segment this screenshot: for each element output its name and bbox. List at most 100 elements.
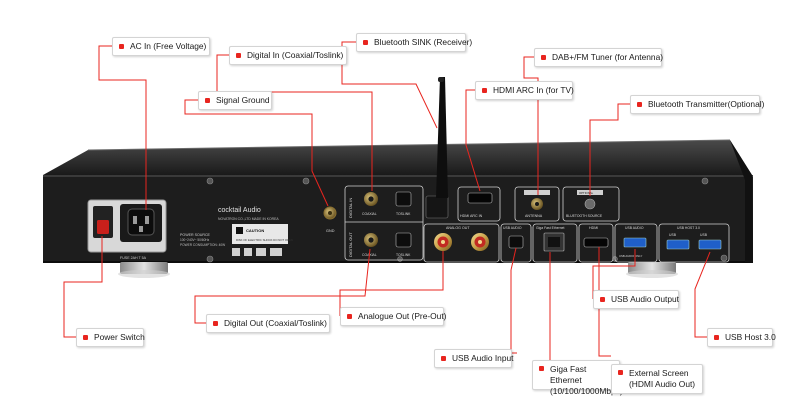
caution-text: CAUTION bbox=[246, 228, 264, 233]
callout-ext-line2: (HDMI Audio Out) bbox=[629, 379, 696, 389]
callout-bt-sink: Bluetooth SINK (Receiver) bbox=[356, 33, 473, 52]
bullet-icon bbox=[618, 370, 623, 375]
callout-digital-in: Digital In (Coaxial/Toslink) bbox=[229, 46, 347, 65]
ac-inlet bbox=[127, 208, 155, 236]
hdmi-label: HDMI bbox=[589, 226, 598, 230]
analog-out-panel bbox=[423, 223, 500, 263]
callout-analogue-out: Analogue Out (Pre-Out) bbox=[340, 307, 447, 326]
chassis-top bbox=[43, 140, 752, 175]
bt-antenna bbox=[436, 77, 448, 198]
callout-digital-out: Digital Out (Coaxial/Toslink) bbox=[206, 314, 330, 333]
caution-label bbox=[232, 224, 288, 244]
bt-source-panel bbox=[562, 186, 620, 222]
callout-usb-host-label: USB Host 3.0 bbox=[725, 332, 776, 342]
bullet-icon bbox=[482, 88, 487, 93]
antenna-label: ANTENNA bbox=[525, 214, 543, 218]
power-spec-label: 100~240V~ 50/60Hz bbox=[180, 238, 210, 242]
callout-giga-line2: (10/100/1000Mbps) bbox=[550, 386, 623, 396]
antenna-panel bbox=[514, 186, 560, 222]
optional-label: OPTIONAL bbox=[579, 191, 594, 195]
bullet-icon bbox=[600, 297, 605, 302]
callout-hdmi-arc-in-label: HDMI ARC In (for TV) bbox=[493, 85, 574, 95]
bullet-icon bbox=[236, 53, 241, 58]
svg-text:RISK OF ELECTRIC SHOCK DO NOT: RISK OF ELECTRIC SHOCK DO NOT OPEN bbox=[236, 238, 293, 242]
digital-in-title: DIGITAL IN bbox=[348, 198, 353, 218]
usb-audio-in-label: USB AUDIO bbox=[503, 226, 522, 230]
bullet-icon bbox=[637, 102, 642, 107]
coaxial-in-label: COAXIAL bbox=[362, 212, 377, 216]
bullet-icon bbox=[213, 321, 218, 326]
power-source-label: POWER SOURCE bbox=[180, 233, 211, 237]
bullet-icon bbox=[205, 98, 210, 103]
callout-signal-ground-label: Signal Ground bbox=[216, 95, 270, 105]
bt-source-jack bbox=[584, 198, 596, 210]
usb-audio-out-label: USB AUDIO bbox=[625, 226, 644, 230]
callout-power-switch: Power Switch bbox=[76, 328, 145, 347]
callout-usb-audio-input-label: USB Audio Input bbox=[452, 353, 514, 363]
usb-audio-out-port bbox=[623, 237, 647, 248]
hdmi-port bbox=[583, 237, 609, 248]
callout-dab-fm: DAB+/FM Tuner (for Antenna) bbox=[534, 48, 664, 67]
usb-b-port bbox=[508, 235, 524, 249]
toslink-out-label: TOSLINK bbox=[396, 253, 411, 257]
callout-ext-line1: External Screen bbox=[629, 368, 689, 378]
power-consumption-label: POWER CONSUMPTION: 40W bbox=[180, 243, 225, 247]
bullet-icon bbox=[541, 55, 546, 60]
hdmi-arc-in-label: HDMI ARC IN bbox=[460, 214, 483, 218]
giga-ethernet-label: Giga Fast Ethernet bbox=[536, 226, 565, 230]
bullet-icon bbox=[119, 44, 124, 49]
callout-ac-in: AC In (Free Voltage) bbox=[112, 37, 210, 56]
callout-digital-in-label: Digital In (Coaxial/Toslink) bbox=[247, 50, 344, 60]
bullet-icon bbox=[441, 356, 446, 361]
callout-hdmi-arc-in: HDMI ARC In (for TV) bbox=[475, 81, 574, 100]
toslink-in-port bbox=[395, 191, 412, 207]
ethernet-panel bbox=[532, 223, 578, 263]
bullet-icon bbox=[539, 366, 544, 371]
hdmi-arc-port bbox=[467, 192, 493, 204]
digital-panel bbox=[344, 185, 424, 261]
usb-audio-only-label: USB AUDIO ONLY bbox=[619, 254, 643, 258]
callout-power-switch-label: Power Switch bbox=[94, 332, 145, 342]
toslink-in-label: TOSLINK bbox=[396, 212, 411, 216]
bullet-icon bbox=[83, 335, 88, 340]
callout-dab-fm-label: DAB+/FM Tuner (for Antenna) bbox=[552, 52, 664, 62]
callout-bt-sink-label: Bluetooth SINK (Receiver) bbox=[374, 37, 473, 47]
bullet-icon bbox=[714, 335, 719, 340]
fuse-label: FUSE 2AH T 5A bbox=[120, 256, 147, 260]
callout-digital-out-label: Digital Out (Coaxial/Toslink) bbox=[224, 318, 327, 328]
bluetooth-source-label: BLUETOOTH SOURCE bbox=[566, 214, 603, 218]
callout-analogue-out-label: Analogue Out (Pre-Out) bbox=[358, 311, 447, 321]
callout-external-screen: External Screen(HDMI Audio Out) bbox=[611, 364, 703, 394]
gnd-label: GND bbox=[326, 229, 335, 233]
callout-usb-audio-output-label: USB Audio Output bbox=[611, 294, 679, 304]
usb-2-label: USB bbox=[700, 233, 708, 237]
usb-audio-out-panel bbox=[614, 223, 658, 263]
callout-ac-in-label: AC In (Free Voltage) bbox=[130, 41, 207, 51]
callout-usb-audio-output: USB Audio Output bbox=[593, 290, 679, 309]
callout-bt-transmitter-label: Bluetooth Transmitter(Optional) bbox=[648, 99, 765, 109]
bullet-icon bbox=[363, 40, 368, 45]
digital-out-title: DIGITAL OUT bbox=[348, 232, 353, 257]
hdmi-panel bbox=[578, 223, 614, 263]
usb-host-port-1 bbox=[666, 239, 690, 250]
callout-usb-host: USB Host 3.0 bbox=[707, 328, 776, 347]
usb-host-port-2 bbox=[698, 239, 722, 250]
brand-label: cocktail Audio bbox=[218, 207, 261, 214]
usb-host-panel bbox=[658, 223, 730, 263]
bullet-icon bbox=[347, 314, 352, 319]
callout-usb-audio-input: USB Audio Input bbox=[434, 349, 514, 368]
usb-host-label: USB HOST 3.0 bbox=[677, 226, 700, 230]
analog-out-label: ANALOG OUT bbox=[446, 226, 470, 230]
company-label: NOVATRON CO.,LTD MADE IN KOREA bbox=[218, 217, 279, 221]
power-switch-rocker bbox=[97, 220, 109, 234]
usb-audio-panel bbox=[500, 223, 532, 263]
bt-antenna-base bbox=[425, 195, 449, 219]
usb-1-label: USB bbox=[669, 233, 677, 237]
callout-giga-ethernet: Giga Fast Ethernet(10/100/1000Mbps) bbox=[532, 360, 623, 396]
callout-signal-ground: Signal Ground bbox=[198, 91, 272, 110]
toslink-out-port bbox=[395, 232, 412, 248]
callout-bt-transmitter: Bluetooth Transmitter(Optional) bbox=[630, 95, 765, 114]
callout-giga-line1: Giga Fast Ethernet bbox=[550, 364, 587, 385]
